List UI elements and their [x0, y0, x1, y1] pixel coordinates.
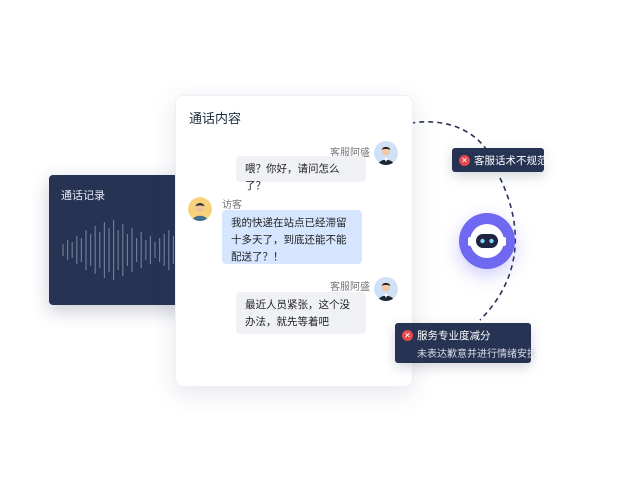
alert-tag-professionalism: ✕ 服务专业度减分 未表达歉意并进行情绪安抚 [395, 323, 537, 363]
close-icon: ✕ [402, 330, 413, 341]
conversation-title: 通话内容 [189, 112, 242, 127]
agent-name: 客服阿盛 [330, 282, 370, 293]
visitor-name: 访客 [222, 200, 242, 211]
message-bubble-visitor: 我的快递在站点已经滞留十多天了，到底还能不能配送了？！ [222, 210, 362, 264]
agent-avatar [374, 141, 398, 165]
robot-icon [459, 213, 515, 269]
message-bubble-agent: 最近人员紧张，这个没办法，就先等着吧 [236, 292, 366, 334]
agent-name: 客服阿盛 [330, 148, 370, 159]
conversation-card: 通话内容 客服阿盛 喂？你好，请问怎么了？ 访客 我的快递在站点已经滞留十多天了… [175, 95, 413, 387]
alert-tag-detail: 未表达歉意并进行情绪安抚 [417, 349, 537, 360]
agent-avatar [374, 277, 398, 301]
alert-tag-script: ✕ 客服话术不规范 [452, 148, 548, 172]
alert-tag-label: 客服话术不规范 [474, 155, 548, 167]
waveform [62, 220, 188, 280]
message-bubble-agent: 喂？你好，请问怎么了？ [236, 156, 366, 192]
call-record-card: 通话记录 [49, 175, 189, 305]
visitor-avatar [188, 197, 212, 221]
alert-tag-label: 服务专业度减分 [417, 330, 491, 342]
call-record-title: 通话记录 [61, 189, 105, 202]
close-icon: ✕ [459, 154, 470, 166]
